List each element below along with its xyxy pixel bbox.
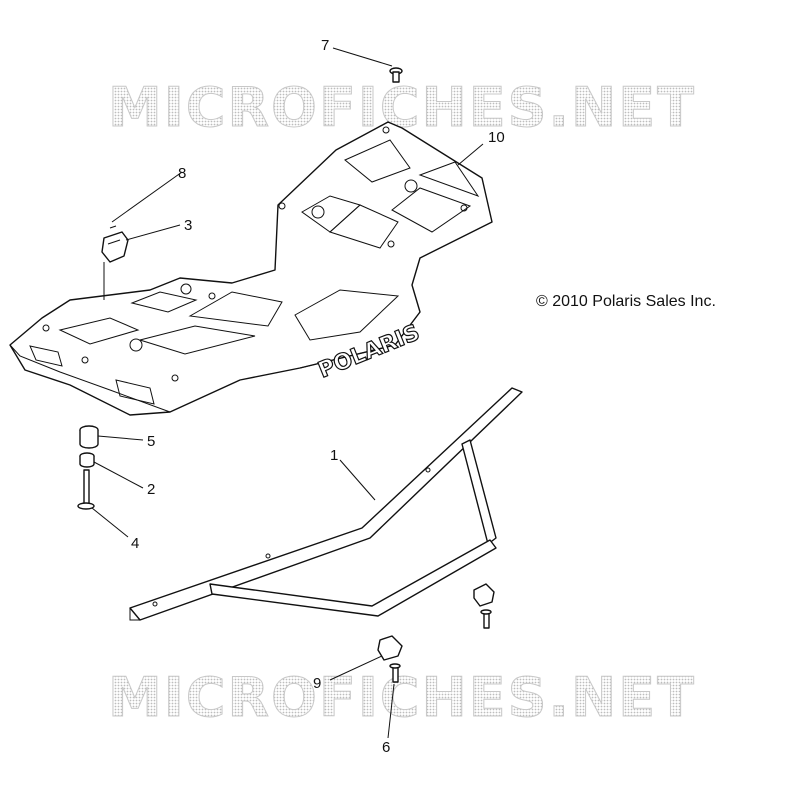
part-7-screw[interactable]: [389, 67, 403, 83]
part-9-clip-nut[interactable]: [377, 583, 495, 661]
callout-2: 2: [147, 481, 155, 498]
callout-6: 6: [382, 739, 390, 756]
part-2-spacer[interactable]: [79, 452, 95, 468]
watermark-top: MICROFICHES.NET: [108, 76, 696, 139]
part-3-clip[interactable]: [101, 231, 129, 300]
callout-3: 3: [184, 217, 192, 234]
watermark-bottom: MICROFICHES.NET: [108, 666, 696, 729]
part-1-frame[interactable]: [129, 387, 523, 621]
callout-8: 8: [178, 165, 186, 182]
part-5-bushing[interactable]: [79, 425, 99, 449]
callout-7: 7: [321, 37, 329, 54]
callout-1: 1: [330, 447, 338, 464]
leader-lines: [91, 47, 484, 739]
callout-5: 5: [147, 433, 155, 450]
part-8-fastener[interactable]: [109, 225, 117, 229]
part-4-bolt[interactable]: [77, 469, 95, 510]
part-6-screw[interactable]: [389, 609, 492, 683]
callout-4: 4: [131, 535, 139, 552]
part-10-rear-rack[interactable]: POLARIS: [9, 121, 493, 416]
callout-9: 9: [313, 675, 321, 692]
copyright-notice: © 2010 Polaris Sales Inc.: [536, 293, 716, 310]
callout-10: 10: [488, 129, 505, 146]
